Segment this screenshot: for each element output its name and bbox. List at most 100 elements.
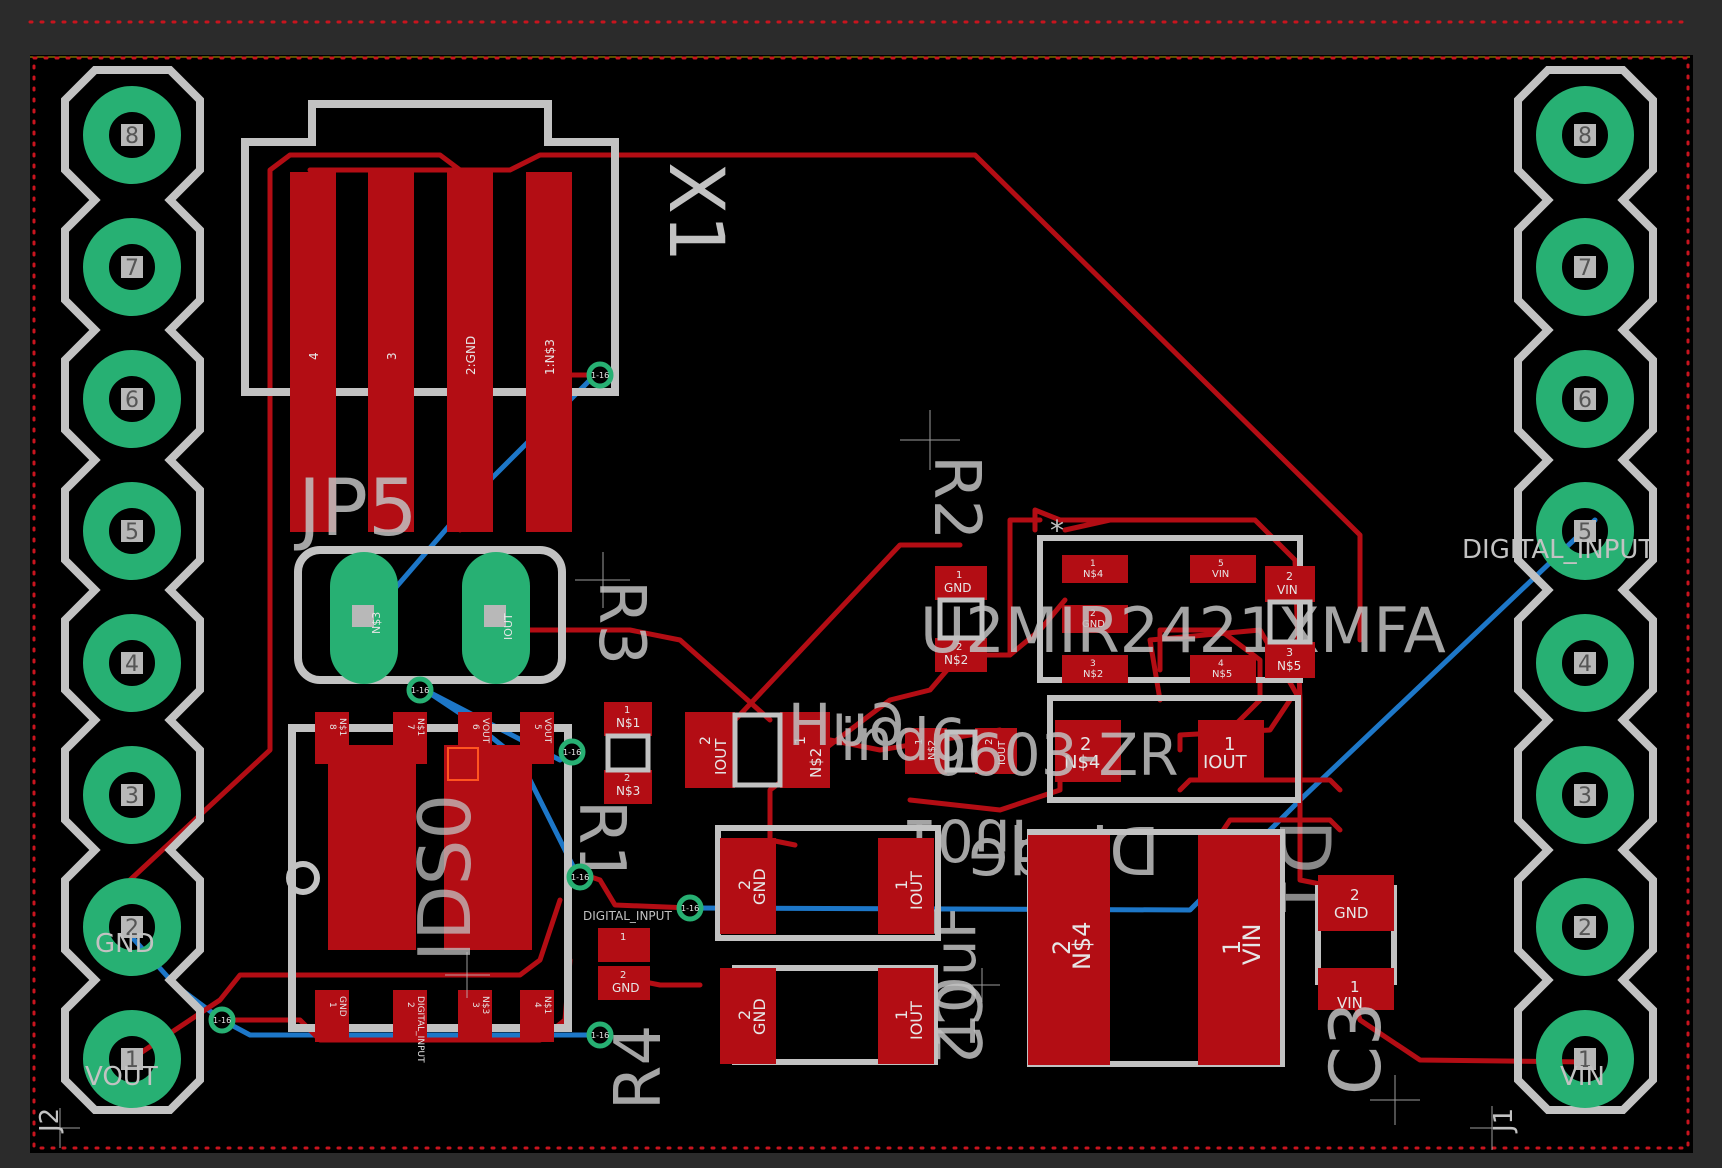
u2-pad-5[interactable] bbox=[1190, 555, 1256, 583]
x1-connector[interactable]: 4 3 2:GND 1:N$3 X1 bbox=[241, 100, 741, 532]
j1-pin-2[interactable] bbox=[1536, 878, 1634, 976]
j1-pin-6[interactable] bbox=[1536, 350, 1634, 448]
via-5[interactable] bbox=[676, 894, 704, 922]
soic-pad-6[interactable] bbox=[458, 712, 492, 764]
c3-pad-1[interactable] bbox=[1318, 968, 1394, 1010]
x1-pad-2[interactable] bbox=[447, 172, 493, 532]
c1-cap[interactable]: 2 GND 1 IOUT bbox=[715, 825, 941, 941]
r3-pad-1[interactable] bbox=[604, 702, 652, 736]
u2-chip[interactable]: * 1 N$4 2 GND 3 N$2 5 VIN 4 N$5 U2MIR242… bbox=[920, 514, 1446, 683]
j2-pin-5[interactable] bbox=[83, 482, 181, 580]
via-3[interactable] bbox=[558, 738, 586, 766]
c-right-pad-2-net: VIN bbox=[1277, 583, 1298, 597]
r3-pad-1-num: 1 bbox=[624, 705, 630, 716]
j1-pin-4-drill bbox=[1574, 652, 1596, 674]
soic-pad-2[interactable] bbox=[393, 990, 427, 1042]
x1-pad-4[interactable] bbox=[290, 172, 336, 532]
header-j2[interactable] bbox=[61, 66, 204, 1114]
l-small-pad-1[interactable] bbox=[780, 712, 830, 788]
c3-cap[interactable]: 2 GND 1 VIN C3 bbox=[1315, 875, 1397, 1095]
j1-pin-1[interactable] bbox=[1536, 1010, 1634, 1108]
jp5-jumper[interactable]: N$3 IOUT JP5 bbox=[293, 464, 566, 684]
r3-name: R3 bbox=[584, 580, 658, 665]
soic-pad-4[interactable] bbox=[520, 990, 554, 1042]
j2-pin-4-drill bbox=[121, 652, 143, 674]
via-2[interactable] bbox=[406, 676, 434, 704]
d1-pad-1[interactable] bbox=[1198, 835, 1280, 1065]
l-small-pad-1-num: 1 bbox=[793, 736, 809, 745]
j2-pin-8[interactable] bbox=[83, 86, 181, 184]
r3-pad-2[interactable] bbox=[604, 770, 652, 804]
soic-pad-8[interactable] bbox=[315, 712, 349, 764]
c1-pad-2[interactable] bbox=[720, 838, 776, 934]
j2-pin-5-drill bbox=[121, 520, 143, 542]
j1-pin-8[interactable] bbox=[1536, 86, 1634, 184]
j2-pin-6[interactable] bbox=[83, 350, 181, 448]
j2-pin-1-drill bbox=[121, 1048, 143, 1070]
soic-pad-1[interactable] bbox=[315, 990, 349, 1042]
u2-silk bbox=[1037, 535, 1303, 683]
j1-pin-3[interactable] bbox=[1536, 746, 1634, 844]
j2-pin-7[interactable] bbox=[83, 218, 181, 316]
d-small-pad-1-net: IOUT bbox=[1203, 752, 1248, 773]
jp5-pad-2-net: IOUT bbox=[502, 613, 515, 640]
via-6-label: 1-16 bbox=[213, 1016, 231, 1025]
x1-pad-3[interactable] bbox=[368, 172, 414, 532]
small-parts-row[interactable]: 2 IOUT 1 N$2 1 N$2 2 IOUT 2 N$4 1 IOUT bbox=[685, 695, 1301, 803]
r-left-column[interactable]: 1 N$1 2 N$3 R3 R1 1 2 GND R4 DIGITAL_INP… bbox=[564, 580, 676, 1110]
via-1[interactable] bbox=[586, 361, 614, 389]
x1-pad-1[interactable] bbox=[526, 172, 572, 532]
j2-pin-8-number: 8 bbox=[125, 124, 139, 149]
c2-pad-1[interactable] bbox=[878, 968, 934, 1064]
via-4-label: 1-16 bbox=[571, 873, 589, 882]
r2-pad-1[interactable] bbox=[935, 566, 987, 600]
c2-pad-2[interactable] bbox=[720, 968, 776, 1064]
c-small-pad-2[interactable] bbox=[975, 728, 1017, 774]
soic-pad-7[interactable] bbox=[393, 712, 427, 764]
via-7[interactable] bbox=[586, 1021, 614, 1049]
soic-pad-5[interactable] bbox=[520, 712, 554, 764]
via-4[interactable] bbox=[566, 863, 594, 891]
c-right-small[interactable]: 2 VIN 3 N$5 bbox=[1265, 566, 1315, 678]
j2-pin-4[interactable] bbox=[83, 614, 181, 712]
r2-resistor[interactable]: 1 GND 2 N$2 R2 bbox=[919, 455, 993, 672]
u2-pad-4[interactable] bbox=[1190, 655, 1256, 683]
via-6[interactable] bbox=[208, 1006, 236, 1034]
d-small-pad-1[interactable] bbox=[1198, 720, 1264, 782]
u2-pad-2[interactable] bbox=[1062, 605, 1128, 633]
c-small-pad-1[interactable] bbox=[905, 728, 947, 774]
header-j1[interactable] bbox=[1514, 66, 1657, 1114]
d1-pad-2[interactable] bbox=[1028, 835, 1110, 1065]
c2-pad-2-net: GND bbox=[750, 998, 769, 1035]
j1-pin-7[interactable] bbox=[1536, 218, 1634, 316]
j2-pin-1-number: 1 bbox=[125, 1048, 139, 1073]
soic-pad-3[interactable] bbox=[458, 990, 492, 1042]
jp5-silk bbox=[294, 546, 566, 684]
j1-pin-5[interactable] bbox=[1536, 482, 1634, 580]
c1-pad-1[interactable] bbox=[878, 838, 934, 934]
c2-cap[interactable]: 2 GND 1 IOUT C2 bbox=[720, 965, 993, 1065]
u2-pad-5-num: 5 bbox=[1218, 559, 1224, 569]
u2-pad-3[interactable] bbox=[1062, 655, 1128, 683]
c3-pad-2[interactable] bbox=[1318, 875, 1394, 931]
j2-pin-1[interactable] bbox=[83, 1010, 181, 1108]
c-right-pad-3[interactable] bbox=[1265, 642, 1315, 678]
d1-pad-2-num: 2 bbox=[1048, 940, 1076, 955]
j2-pin-3[interactable] bbox=[83, 746, 181, 844]
r4-pad-2-net: GND bbox=[612, 981, 640, 995]
u2-pad-1[interactable] bbox=[1062, 555, 1128, 583]
j2-pin-2[interactable] bbox=[83, 878, 181, 976]
r4-pad-2[interactable] bbox=[598, 966, 650, 1000]
soic-pad-large-left[interactable] bbox=[328, 745, 416, 950]
r2-pad-2[interactable] bbox=[935, 638, 987, 672]
d-small-pad-2[interactable] bbox=[1055, 720, 1121, 782]
soic-pad-6-net: VOUT bbox=[480, 718, 490, 744]
j1-pin-4-number: 4 bbox=[1578, 652, 1592, 677]
c-right-pad-2[interactable] bbox=[1265, 566, 1315, 602]
j1-pin-4[interactable] bbox=[1536, 614, 1634, 712]
r4-pad-1[interactable] bbox=[598, 928, 650, 962]
l-small-pad-2[interactable] bbox=[685, 712, 735, 788]
